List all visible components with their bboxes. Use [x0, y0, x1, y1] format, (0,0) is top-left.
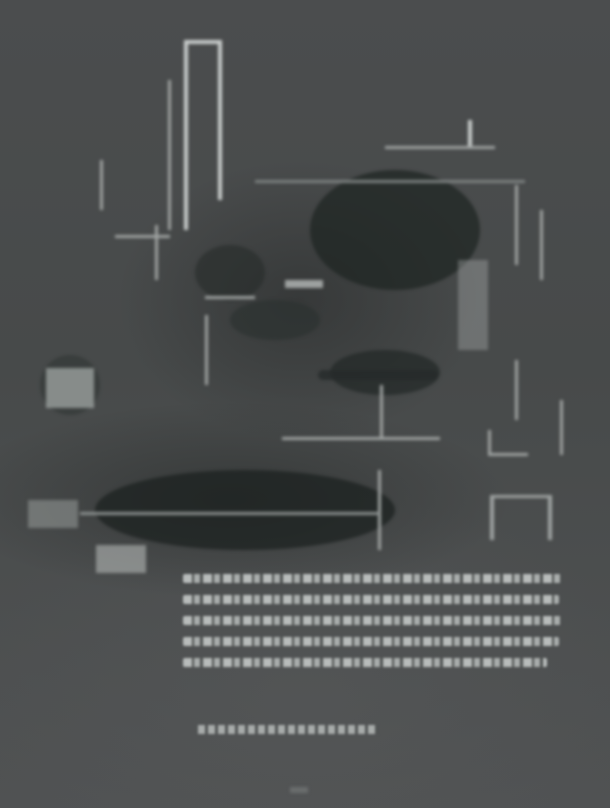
figure-vertical-line	[100, 160, 103, 210]
figure-vertical-line	[515, 185, 518, 265]
figure-vertical-line	[218, 40, 222, 200]
figure-dark-region	[230, 300, 320, 340]
text-line	[183, 595, 559, 604]
figure-vertical-line	[378, 470, 381, 550]
figure-horizontal-line	[184, 40, 222, 44]
figure-dark-region	[195, 245, 265, 300]
figure-box	[285, 280, 323, 288]
figure-caption	[198, 725, 378, 734]
figure-vertical-line	[184, 40, 188, 230]
figure-horizontal-line	[385, 146, 495, 149]
figure-horizontal-line	[282, 437, 440, 440]
figure-box	[28, 500, 78, 528]
figure-vertical-line	[380, 385, 383, 440]
figure-vertical-line	[548, 495, 552, 540]
figure-dark-region	[95, 470, 395, 550]
text-line	[183, 658, 547, 667]
figure-horizontal-line	[205, 296, 255, 299]
figure-vertical-line	[468, 120, 472, 148]
figure-illustration	[28, 40, 563, 573]
figure-horizontal-line	[80, 512, 380, 515]
figure-box	[46, 368, 94, 408]
text-line	[183, 637, 559, 646]
page-number	[290, 787, 308, 793]
figure-vertical-line	[155, 225, 158, 280]
figure-vertical-line	[540, 210, 543, 280]
figure-box	[96, 545, 146, 573]
paragraph-text-block	[183, 574, 563, 679]
text-line	[183, 616, 561, 625]
figure-vertical-line	[205, 315, 208, 385]
text-line	[183, 574, 561, 583]
figure-horizontal-line	[490, 495, 552, 498]
figure-box	[458, 260, 488, 350]
figure-vertical-line	[488, 430, 491, 455]
figure-vertical-line	[490, 495, 494, 540]
figure-horizontal-line	[255, 180, 525, 183]
figure-vertical-line	[515, 360, 518, 420]
figure-vertical-line	[168, 80, 171, 230]
figure-horizontal-line	[488, 453, 528, 456]
figure-dark-bar	[318, 370, 438, 380]
figure-horizontal-line	[115, 235, 170, 238]
figure-dark-region	[310, 170, 480, 290]
figure-vertical-line	[560, 400, 563, 455]
